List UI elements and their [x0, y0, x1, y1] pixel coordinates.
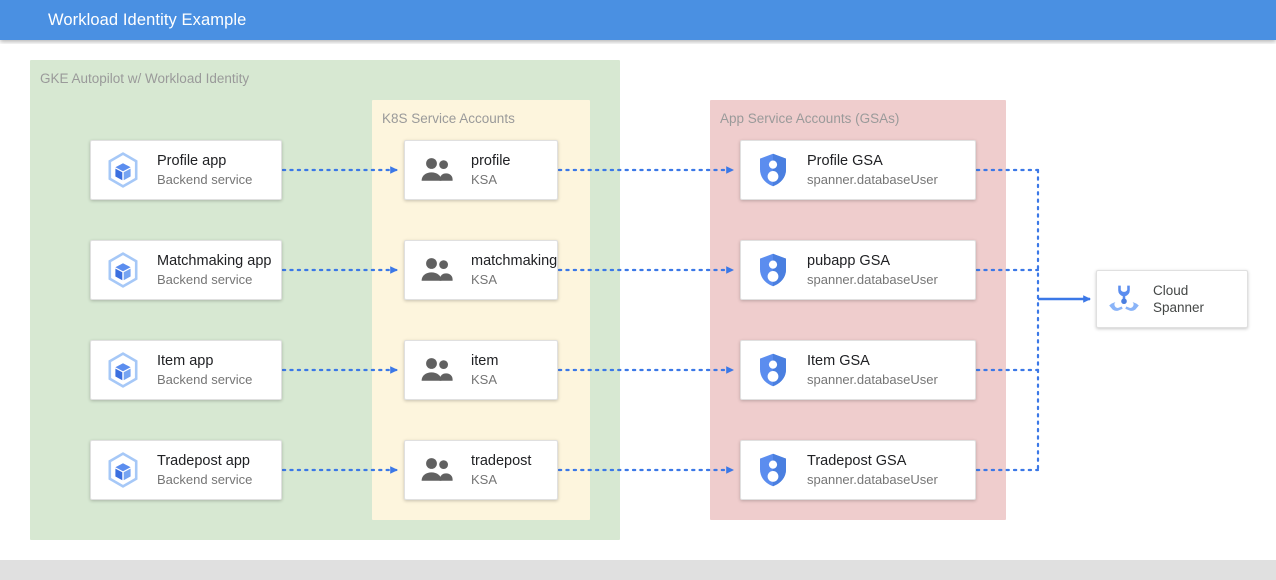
k8s-pod-icon: [103, 450, 143, 490]
node-matchmaking-ksa[interactable]: matchmaking KSA: [404, 240, 558, 300]
node-subtitle: Backend service: [157, 171, 253, 187]
node-label-block: tradepost KSA: [471, 452, 531, 489]
k8s-pod-icon: [103, 250, 143, 290]
group-gsa-label: App Service Accounts (GSAs): [720, 111, 900, 126]
node-label-block: Tradepost app Backend service: [157, 452, 252, 489]
node-title: profile: [471, 152, 511, 169]
node-item-gsa[interactable]: Item GSA spanner.databaseUser: [740, 340, 976, 400]
node-title: tradepost: [471, 452, 532, 469]
shield-person-icon: [753, 450, 793, 490]
node-label-block: Item GSA spanner.databaseUser: [807, 352, 938, 389]
node-subtitle: Backend service: [157, 271, 253, 287]
node-tradepost-ksa[interactable]: tradepost KSA: [404, 440, 558, 500]
title-bar: Workload Identity Example: [0, 0, 1276, 40]
node-title: Matchmaking app: [157, 252, 272, 269]
node-tradepost-gsa[interactable]: Tradepost GSA spanner.databaseUser: [740, 440, 976, 500]
node-subtitle: KSA: [471, 271, 498, 287]
diagram-canvas: GKE Autopilot w/ Workload Identity K8S S…: [0, 44, 1276, 560]
node-label-block: Matchmaking app Backend service: [157, 252, 271, 289]
node-title: Tradepost GSA: [807, 452, 907, 469]
group-gke-label: GKE Autopilot w/ Workload Identity: [40, 71, 250, 86]
node-title-line1: Cloud: [1153, 283, 1189, 298]
node-title-line2: Spanner: [1153, 300, 1205, 315]
node-subtitle: spanner.databaseUser: [807, 171, 938, 187]
node-label-block: profile KSA: [471, 152, 511, 189]
node-label-block: Profile GSA spanner.databaseUser: [807, 152, 938, 189]
node-label-block: Cloud Spanner: [1153, 282, 1204, 316]
cloud-spanner-icon: [1107, 282, 1141, 316]
bottom-strip: [0, 560, 1276, 580]
node-subtitle: Backend service: [157, 371, 253, 387]
node-cloud-spanner[interactable]: Cloud Spanner: [1096, 270, 1248, 328]
node-item-app[interactable]: Item app Backend service: [90, 340, 282, 400]
node-subtitle: spanner.databaseUser: [807, 271, 938, 287]
node-subtitle: KSA: [471, 471, 498, 487]
node-label-block: Profile app Backend service: [157, 152, 252, 189]
node-title: matchmaking: [471, 252, 558, 269]
shield-person-icon: [753, 250, 793, 290]
node-subtitle: KSA: [471, 171, 498, 187]
node-profile-gsa[interactable]: Profile GSA spanner.databaseUser: [740, 140, 976, 200]
page-title: Workload Identity Example: [48, 11, 247, 29]
node-title: Item GSA: [807, 352, 870, 369]
people-group-icon: [417, 150, 457, 190]
node-matchmaking-app[interactable]: Matchmaking app Backend service: [90, 240, 282, 300]
shield-person-icon: [753, 150, 793, 190]
people-group-icon: [417, 450, 457, 490]
node-item-ksa[interactable]: item KSA: [404, 340, 558, 400]
k8s-pod-icon: [103, 350, 143, 390]
group-ksa-label: K8S Service Accounts: [382, 111, 515, 126]
node-label-block: pubapp GSA spanner.databaseUser: [807, 252, 938, 289]
people-group-icon: [417, 350, 457, 390]
people-group-icon: [417, 250, 457, 290]
node-label-block: item KSA: [471, 352, 498, 389]
node-label-block: matchmaking KSA: [471, 252, 557, 289]
node-title: pubapp GSA: [807, 252, 891, 269]
node-subtitle: KSA: [471, 371, 498, 387]
node-title: Item app: [157, 352, 214, 369]
node-label-block: Tradepost GSA spanner.databaseUser: [807, 452, 938, 489]
node-subtitle: spanner.databaseUser: [807, 371, 938, 387]
shield-person-icon: [753, 350, 793, 390]
node-title: Profile GSA: [807, 152, 883, 169]
node-pubapp-gsa[interactable]: pubapp GSA spanner.databaseUser: [740, 240, 976, 300]
node-subtitle: spanner.databaseUser: [807, 471, 938, 487]
node-profile-app[interactable]: Profile app Backend service: [90, 140, 282, 200]
k8s-pod-icon: [103, 150, 143, 190]
node-label-block: Item app Backend service: [157, 352, 252, 389]
node-title: Tradepost app: [157, 452, 250, 469]
node-subtitle: Backend service: [157, 471, 253, 487]
node-tradepost-app[interactable]: Tradepost app Backend service: [90, 440, 282, 500]
node-title: item: [471, 352, 499, 369]
node-title: Profile app: [157, 152, 227, 169]
node-profile-ksa[interactable]: profile KSA: [404, 140, 558, 200]
